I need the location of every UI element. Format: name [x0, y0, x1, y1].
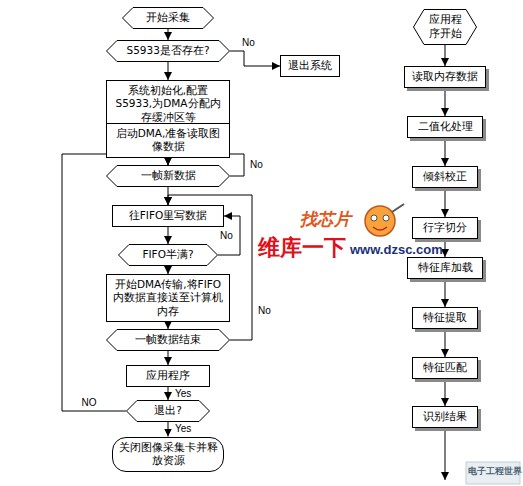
process-box: 退出系统	[280, 55, 340, 77]
decision-hexagon: 一帧数据结束	[106, 329, 230, 351]
text-block: 行字切分	[421, 221, 469, 235]
text-block: 退出系统	[286, 59, 334, 72]
node-text: 开始DMA传输,将FIFO内数据直接送至计算机内存	[111, 278, 225, 317]
node-text: 二值化处理	[418, 120, 473, 134]
node-text: 应用程序	[146, 369, 190, 382]
text-block: 特征匹配	[421, 361, 469, 375]
decision-hexagon: 退出?	[126, 400, 210, 422]
process-box: 开始DMA传输,将FIFO内数据直接送至计算机内存	[106, 274, 230, 322]
flow-arrow	[168, 422, 169, 437]
flow-arrow	[230, 51, 280, 66]
flow-arrow	[445, 138, 446, 166]
terminal-end: 关闭图像采集卡并释放资源	[112, 437, 224, 472]
node-text: 关闭图像采集卡并释放资源	[117, 441, 219, 467]
node-text: 开始采集	[146, 11, 190, 24]
text-block: 应用程序	[144, 369, 192, 382]
flow-arrow	[168, 266, 169, 274]
text-block: 特征提取	[421, 311, 469, 325]
edge-label: Yes	[173, 423, 193, 435]
logo-text: 电子工程世界	[468, 467, 522, 476]
node-text: 特征匹配	[423, 361, 467, 375]
node-text: 特征提取	[423, 311, 467, 325]
text-block: 往FIFO里写数据	[127, 209, 209, 222]
decision-hexagon: FIFO半满?	[118, 244, 218, 266]
node-text: 启动DMA,准备读取图像数据	[111, 127, 225, 153]
edge-label: Yes	[173, 388, 193, 400]
text-block: FIFO半满?	[140, 248, 195, 261]
flow-arrow	[168, 62, 169, 80]
process-box: 应用程序	[126, 365, 210, 387]
flow-arrow	[445, 88, 446, 116]
node-text: 退出系统	[288, 59, 332, 72]
flow-arrow	[168, 387, 169, 400]
flow-arrow	[445, 329, 446, 357]
text-block: S5933是否存在?	[125, 44, 212, 57]
text-block: 特征库加载	[416, 261, 475, 275]
text-block: 退出?	[152, 404, 184, 417]
text-block: 应用程序开始	[423, 13, 467, 41]
exit-arrow	[445, 430, 446, 480]
node-text: 应用程序开始	[425, 13, 465, 41]
text-block: 读取内存数据	[410, 70, 480, 84]
text-block: 开始采集	[144, 11, 192, 24]
node-text: 往FIFO里写数据	[129, 209, 207, 222]
flow-arrow	[168, 322, 169, 329]
flow-arrow	[445, 379, 446, 406]
edge-label: No	[256, 305, 273, 317]
node-text: 读取内存数据	[412, 70, 478, 84]
flow-arrow	[168, 351, 169, 365]
text-block: 识别结果	[421, 410, 469, 424]
node-text: S5933是否存在?	[127, 44, 210, 57]
process-box: 特征匹配	[412, 357, 478, 379]
process-box: 行字切分	[412, 217, 478, 239]
process-box: 特征库加载	[407, 257, 483, 279]
node-text: 退出?	[154, 404, 182, 417]
process-box: 启动DMA,准备读取图像数据	[106, 123, 230, 158]
text-block: 一帧新数据	[139, 169, 198, 182]
node-text: 特征库加载	[418, 261, 473, 275]
node-text: 识别结果	[423, 410, 467, 424]
process-box: 特征提取	[412, 307, 478, 329]
node-text: FIFO半满?	[142, 248, 193, 261]
edge-label: NO	[80, 397, 99, 409]
edge-label: No	[218, 230, 235, 242]
node-text: 一帧数据结束	[135, 333, 201, 346]
watermark-text: 找芯片	[300, 211, 351, 228]
process-box: 二值化处理	[407, 116, 483, 138]
node-text: 倾斜校正	[423, 170, 467, 184]
terminal-start: 应用程序开始	[413, 9, 477, 45]
flow-arrow	[445, 279, 446, 307]
node-text: 系统初始化,配置S5933,为DMA分配内存缓冲区等	[111, 84, 225, 123]
process-box: 倾斜校正	[412, 166, 478, 188]
terminal-start: 开始采集	[122, 7, 214, 29]
mascot-icon	[365, 204, 404, 236]
text-block: 倾斜校正	[421, 170, 469, 184]
node-text: 一帧新数据	[141, 169, 196, 182]
flow-arrow	[168, 29, 169, 40]
edge-label: No	[240, 37, 257, 49]
watermark-text: 维库一下	[258, 237, 346, 259]
process-box: 识别结果	[412, 406, 478, 428]
node-text: 行字切分	[423, 221, 467, 235]
process-box: 往FIFO里写数据	[112, 205, 224, 227]
flow-arrow	[445, 45, 446, 66]
flow-arrow	[168, 227, 169, 244]
process-box: 系统初始化,配置S5933,为DMA分配内存缓冲区等	[106, 80, 230, 128]
text-block: 关闭图像采集卡并释放资源	[115, 441, 221, 467]
decision-hexagon: 一帧新数据	[106, 165, 230, 187]
flow-arrow	[445, 188, 446, 217]
watermark-url: www.dzsc.com	[350, 243, 443, 256]
text-block: 开始DMA传输,将FIFO内数据直接送至计算机内存	[109, 278, 227, 317]
edge-label: No	[248, 159, 265, 171]
flow-arrow	[445, 239, 446, 257]
text-block: 二值化处理	[416, 120, 475, 134]
text-block: 系统初始化,配置S5933,为DMA分配内存缓冲区等	[109, 84, 227, 123]
process-box: 读取内存数据	[404, 66, 486, 88]
decision-hexagon: S5933是否存在?	[106, 40, 230, 62]
text-block: 一帧数据结束	[133, 333, 203, 346]
text-block: 启动DMA,准备读取图像数据	[109, 127, 227, 153]
